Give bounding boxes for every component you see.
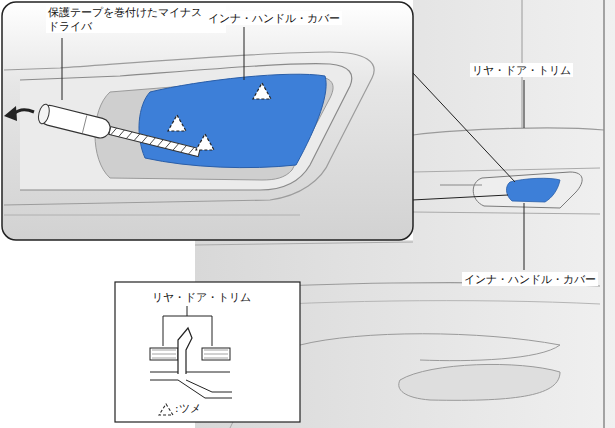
leader-line	[244, 27, 245, 80]
section-inset	[152, 350, 176, 358]
detail-view	[2, 2, 413, 240]
section-inset	[115, 282, 300, 422]
part-label: リヤ・ドア・トリム	[150, 290, 253, 304]
leader-line	[524, 80, 525, 128]
legend-row: :ツメ	[156, 402, 203, 416]
screwdriver	[4, 103, 202, 162]
leader-line	[524, 203, 525, 270]
detail-view	[20, 64, 352, 190]
callout-line	[412, 195, 508, 200]
section-inset	[150, 348, 178, 360]
detail-view	[4, 215, 300, 216]
leader-line	[62, 38, 63, 100]
part-label: インナ・ハンドル・カバー	[462, 272, 598, 286]
door-trim	[195, 242, 413, 245]
leader-line	[62, 27, 524, 270]
claw-mark	[168, 83, 271, 150]
claw-symbol	[159, 404, 173, 415]
callout-line	[412, 72, 515, 200]
legend-text: :ツメ	[175, 402, 201, 416]
door-trim	[413, 128, 604, 135]
screwdriver	[4, 106, 17, 121]
screwdriver	[37, 103, 52, 125]
screwdriver	[82, 115, 86, 132]
screwdriver	[37, 103, 202, 162]
section-inset	[150, 372, 230, 373]
door-trim	[300, 334, 560, 361]
door-trim	[399, 364, 560, 400]
door-trim	[413, 212, 600, 214]
part-label: インナ・ハンドル・カバー	[206, 11, 342, 25]
section-inset	[178, 328, 192, 374]
detail-view	[139, 74, 326, 167]
screwdriver	[38, 103, 113, 140]
screwdriver	[109, 127, 200, 157]
inner-handle	[473, 172, 582, 208]
claw-symbol	[158, 403, 174, 416]
door-trim	[413, 168, 600, 172]
tool-label: 保護テープを巻付けたマイナス・ ドライバ	[46, 5, 226, 33]
section-inset	[115, 282, 300, 422]
section-inset	[204, 350, 228, 358]
part-label: リヤ・ドア・トリム	[470, 63, 573, 77]
claw-mark	[253, 83, 271, 99]
detail-view	[2, 2, 413, 240]
callout-line	[412, 72, 515, 182]
claw-mark	[168, 115, 186, 131]
door-trim	[603, 0, 605, 428]
screwdriver	[14, 110, 34, 114]
section-inset	[150, 380, 232, 398]
detail-view	[4, 52, 374, 205]
section-inset	[202, 348, 230, 360]
claw-mark	[196, 134, 214, 150]
inner-handle	[440, 185, 482, 186]
